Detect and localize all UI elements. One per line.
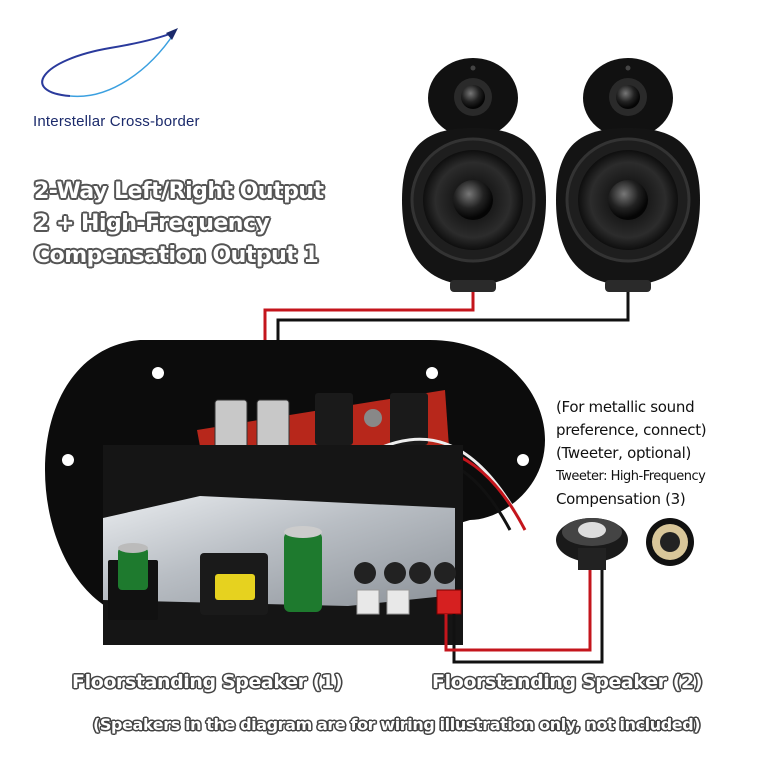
speaker2-label: Floorstanding Speaker (2) bbox=[432, 671, 703, 693]
tweeter-image bbox=[556, 518, 694, 570]
speaker-right-image bbox=[556, 58, 700, 292]
title-line: Compensation Output 1 bbox=[34, 243, 319, 268]
speaker-left-image bbox=[402, 58, 546, 292]
disclaimer-footer: (Speakers in the diagram are for wiring … bbox=[93, 715, 701, 734]
brand-name: Interstellar Cross-border bbox=[33, 113, 200, 130]
swoosh-arrow-icon bbox=[41, 28, 178, 98]
note-line: preference, connect) bbox=[556, 421, 707, 439]
note-line: (Tweeter, optional) bbox=[556, 444, 692, 462]
title-line: 2-Way Left/Right Output bbox=[34, 179, 324, 204]
amplifier-board-image bbox=[45, 340, 545, 645]
speaker-wires-bottom bbox=[444, 570, 604, 664]
title-line: 2 + High-Frequency bbox=[34, 211, 270, 236]
speaker1-label: Floorstanding Speaker (1) bbox=[72, 671, 343, 693]
page-title: 2-Way Left/Right Output 2 + High-Frequen… bbox=[34, 176, 324, 272]
note-line: (For metallic sound bbox=[556, 398, 695, 416]
note-line: Compensation (3) bbox=[556, 490, 686, 508]
tweeter-note: (For metallic sound preference, connect)… bbox=[556, 396, 707, 511]
note-line: Tweeter: High-Frequency bbox=[556, 469, 706, 484]
